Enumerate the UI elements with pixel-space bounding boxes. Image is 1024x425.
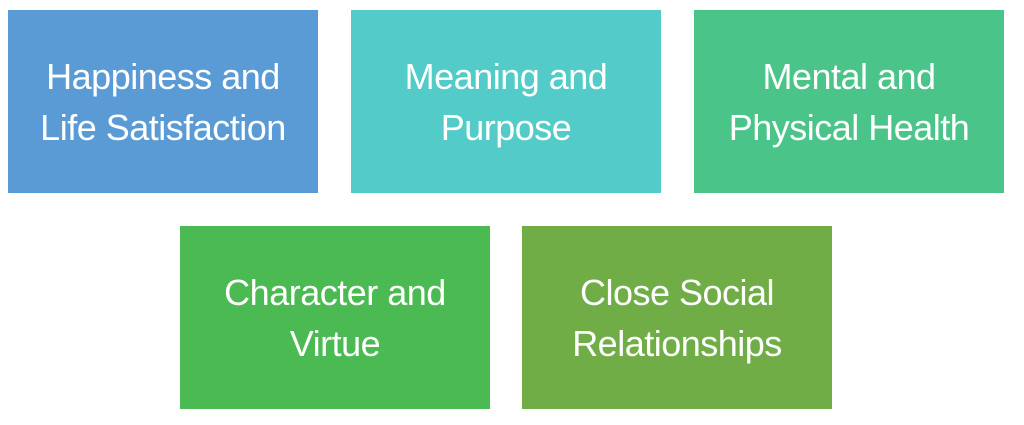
box-mental-physical-health: Mental and Physical Health bbox=[694, 10, 1004, 193]
box-happiness-life-satisfaction: Happiness and Life Satisfaction bbox=[8, 10, 318, 193]
box-character-virtue: Character and Virtue bbox=[180, 226, 490, 409]
box-label: Meaning and Purpose bbox=[404, 55, 608, 148]
box-meaning-purpose: Meaning and Purpose bbox=[351, 10, 661, 193]
box-label: Mental and Physical Health bbox=[728, 55, 970, 148]
box-label: Character and Virtue bbox=[224, 271, 446, 364]
box-label: Happiness and Life Satisfaction bbox=[40, 55, 286, 148]
box-label: Close Social Relationships bbox=[572, 271, 782, 364]
box-close-social-relationships: Close Social Relationships bbox=[522, 226, 832, 409]
